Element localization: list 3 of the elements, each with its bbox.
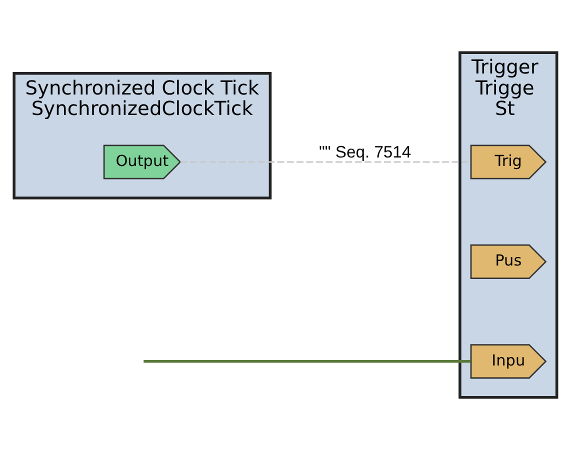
connector	[180, 161, 471, 163]
edge-label: "" Seq. 7514	[319, 142, 412, 162]
connector	[144, 360, 471, 363]
